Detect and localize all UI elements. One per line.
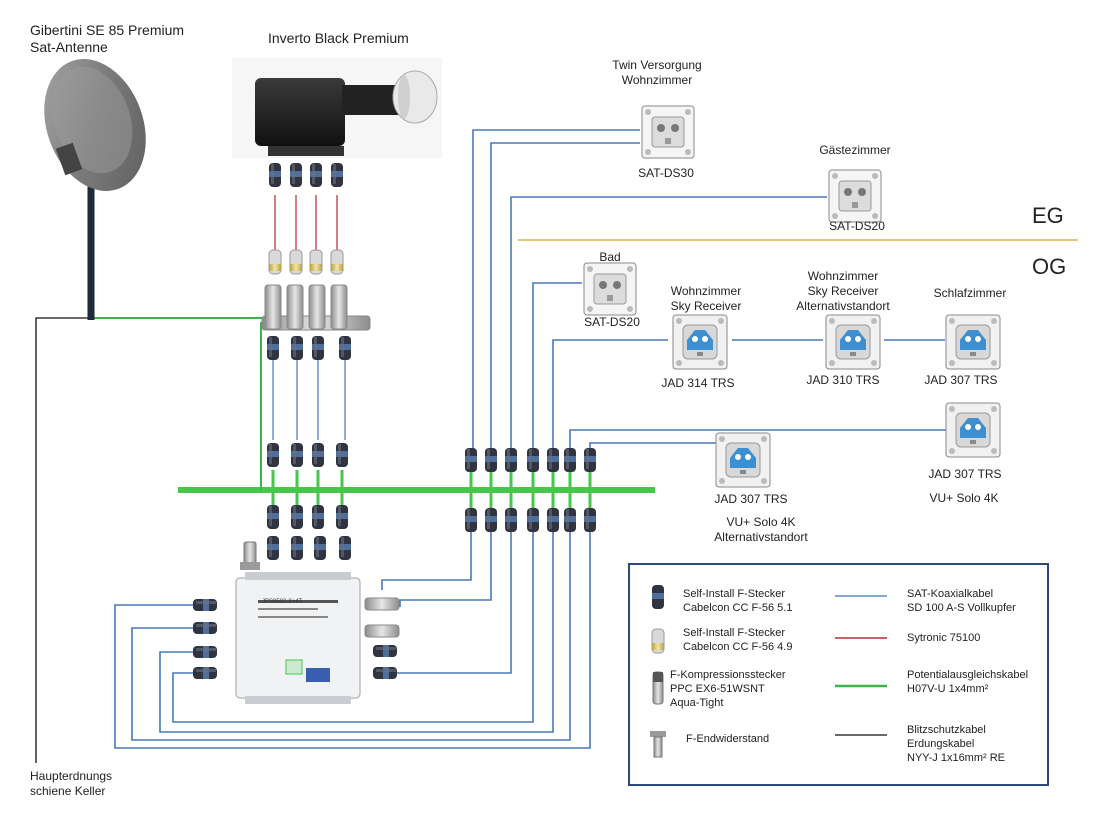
legend-text: NYY-J 1x16mm² RE <box>907 752 1006 764</box>
ground-label-line2: schiene Keller <box>30 784 106 798</box>
legend-equalization-text: Potentialausgleichskabel H07V-U 1x4mm² <box>907 668 1028 696</box>
lightning-ground-cable <box>35 317 91 763</box>
lnb-outputs <box>269 163 343 187</box>
outlet-sub-line: VU+ Solo 4K <box>726 515 796 529</box>
outlet-sub-vu-alt: VU+ Solo 4K Alternativstandort <box>714 515 807 545</box>
outlet-bad <box>583 262 637 316</box>
legend-item-f-stecker-49: Self-Install F-Stecker Cabelcon CC F-56 … <box>683 626 792 654</box>
legend-text: F-Kompressionsstecker <box>670 669 786 681</box>
switch-input-connectors <box>267 536 351 560</box>
legend-f-connector-light-icon <box>651 628 665 654</box>
outlet-title-gaestezimmer: Gästezimmer <box>819 143 891 157</box>
outlet-model-vu: JAD 307 TRS <box>928 467 1002 481</box>
outlet-title-wohnzimmer-sky: Wohnzimmer Sky Receiver <box>671 284 742 314</box>
legend-item-compression: F-Kompressionsstecker PPC EX6-51WSNT Aqu… <box>670 668 786 710</box>
legend-box: Self-Install F-Stecker Cabelcon CC F-56 … <box>628 563 1049 786</box>
outlet-title-line: Sky Receiver <box>670 299 742 313</box>
legend-text: Aqua-Tight <box>670 697 724 709</box>
outlet-title-line: Twin Versorgung <box>612 58 702 72</box>
outlet-model-vu-alt: JAD 307 TRS <box>714 492 788 506</box>
legend-text: Potentialausgleichskabel <box>907 669 1029 681</box>
antenna-type: Sat-Antenne <box>30 39 108 55</box>
lnb-title: Inverto Black Premium <box>268 30 409 46</box>
outlet-sub-vu: VU+ Solo 4K <box>929 491 999 505</box>
outlet-model-twin: SAT-DS30 <box>638 166 694 180</box>
outlet-schlafzimmer <box>945 314 1001 370</box>
terminator-icon <box>240 541 260 570</box>
ground-bar-taps <box>271 470 592 510</box>
grounding-block-icon <box>261 284 371 331</box>
legend-item-terminator: F-Endwiderstand <box>686 733 770 745</box>
sytronic-cables <box>274 195 338 250</box>
antenna-name: Gibertini SE 85 Premium <box>30 22 185 38</box>
outlet-wohnzimmer-sky <box>672 314 728 370</box>
outlet-sub-line: Alternativstandort <box>714 530 808 544</box>
legend-text: Cabelcon CC F-56 5.1 <box>683 602 793 614</box>
legend-icons <box>650 585 666 758</box>
bar-connectors-bottom <box>267 505 596 532</box>
antenna-dish-icon <box>44 59 146 320</box>
outlet-title-bad: Bad <box>599 250 621 264</box>
legend-text: PPC EX6-51WSNT <box>670 683 765 695</box>
coax-outlet-runs <box>472 129 948 450</box>
outlet-title-line: Sky Receiver <box>807 284 879 298</box>
outlet-model-wohnzimmer-alt: JAD 310 TRS <box>806 373 880 387</box>
bar-connectors-top <box>267 443 596 472</box>
legend-coax-text: SAT-Koaxialkabel SD 100 A-S Vollkupfer <box>907 587 1016 615</box>
outlet-model-bad: SAT-DS20 <box>584 315 640 329</box>
legend-f-connector-dark-icon <box>652 585 664 609</box>
ground-label: Haupterdnungs schiene Keller <box>30 769 112 799</box>
outlet-model-schlafzimmer: JAD 307 TRS <box>924 373 998 387</box>
outlet-title-line: Wohnzimmer <box>670 284 742 298</box>
outlet-vu <box>945 402 1001 458</box>
outlet-model-wohnzimmer-sky: JAD 314 TRS <box>661 376 735 390</box>
legend-item-f-stecker-51: Self-Install F-Stecker Cabelcon CC F-56 … <box>683 587 792 615</box>
legend-text: H07V-U 1x4mm² <box>907 683 989 695</box>
outlet-wohnzimmer-alt <box>825 314 881 370</box>
compression-connectors <box>267 336 351 360</box>
multiswitch-icon <box>235 572 361 704</box>
multiswitch-outputs-left <box>193 599 217 679</box>
outlet-title-wohnzimmer-alt: Wohnzimmer Sky Receiver Alternativstando… <box>796 269 889 314</box>
coax-switch-loops <box>114 528 591 749</box>
outlet-title-schlafzimmer: Schlafzimmer <box>933 286 1007 300</box>
outlet-vu-alt <box>715 432 771 488</box>
sytronic-connectors <box>268 249 344 275</box>
legend-text: Cabelcon CC F-56 4.9 <box>683 641 793 653</box>
outlet-title-twin: Twin Versorgung Wohnzimmer <box>612 58 701 88</box>
outlet-title-line: Alternativstandort <box>796 299 890 313</box>
legend-compression-connector-icon <box>652 671 664 705</box>
outlet-title-line: Wohnzimmer <box>807 269 879 283</box>
floor-label-og: OG <box>1032 254 1067 279</box>
legend-terminator-icon <box>650 731 666 758</box>
legend-text: Blitzschutzkabel <box>907 724 986 736</box>
multiswitch-model: JPS0502-8+4T <box>262 599 303 605</box>
outlet-model-gaestezimmer: SAT-DS20 <box>829 219 885 233</box>
legend-line-samples <box>835 595 887 736</box>
outlet-gaestezimmer <box>828 169 882 223</box>
ground-label-line1: Haupterdnungs <box>30 769 113 783</box>
lnb-icon <box>232 58 442 158</box>
legend-text: SD 100 A-S Vollkupfer <box>907 602 1016 614</box>
outlet-title-line: Wohnzimmer <box>621 73 693 87</box>
outlet-twin-wohnzimmer <box>641 105 695 159</box>
legend-sytronic-text: Sytronic 75100 <box>907 632 981 644</box>
floor-label-eg: EG <box>1032 203 1064 228</box>
legend-text: SAT-Koaxialkabel <box>907 588 994 600</box>
legend-text: Self-Install F-Stecker <box>683 627 786 639</box>
multiswitch-outputs-right <box>364 597 400 679</box>
coax-lnb-to-bar <box>272 360 346 440</box>
legend-text: Erdungskabel <box>907 738 975 750</box>
antenna-title: Gibertini SE 85 Premium Sat-Antenne <box>30 22 184 56</box>
legend-ground-text: Blitzschutzkabel Erdungskabel NYY-J 1x16… <box>907 723 1005 765</box>
legend-text: Self-Install F-Stecker <box>683 588 786 600</box>
